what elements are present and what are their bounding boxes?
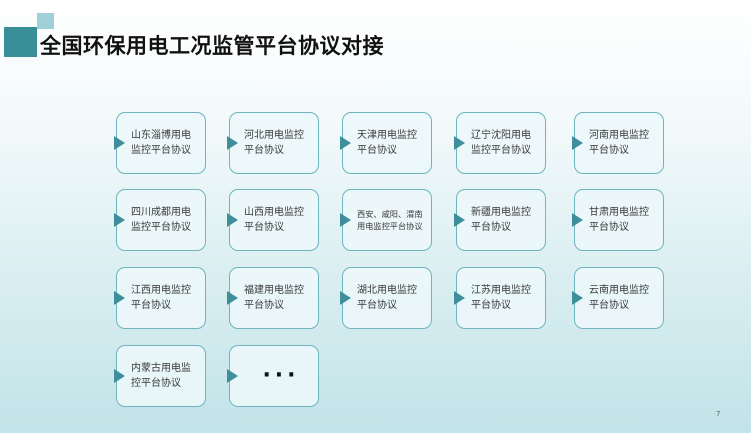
protocol-card-label: 福建用电监控平台协议 xyxy=(244,285,304,311)
protocol-card-label: 山东淄博用电监控平台协议 xyxy=(131,130,191,156)
arrow-right-icon xyxy=(114,369,125,383)
protocol-card-label: 云南用电监控平台协议 xyxy=(589,285,649,311)
protocol-card-label: 天津用电监控平台协议 xyxy=(357,130,417,156)
arrow-right-icon xyxy=(114,291,125,305)
protocol-card-label: 新疆用电监控平台协议 xyxy=(471,207,531,233)
arrow-right-icon xyxy=(340,136,351,150)
protocol-card: 福建用电监控平台协议 xyxy=(227,267,319,329)
arrow-right-icon xyxy=(572,213,583,227)
protocol-card: 新疆用电监控平台协议 xyxy=(454,189,546,251)
title-accent-small-block xyxy=(37,13,54,29)
protocol-card-label: 河北用电监控平台协议 xyxy=(244,130,304,156)
protocol-card-label: 湖北用电监控平台协议 xyxy=(357,285,417,311)
protocol-card: 河北用电监控平台协议 xyxy=(227,112,319,174)
protocol-card-label: 江苏用电监控平台协议 xyxy=(471,285,531,311)
arrow-right-icon xyxy=(340,291,351,305)
arrow-right-icon xyxy=(572,136,583,150)
arrow-right-icon xyxy=(454,136,465,150)
title-accent-block xyxy=(4,27,37,57)
more-card: ··· xyxy=(227,345,319,407)
protocol-card-label: 甘肃用电监控平台协议 xyxy=(589,207,649,233)
protocol-card-label: 内蒙古用电监控平台协议 xyxy=(131,363,191,389)
ellipsis-label: ··· xyxy=(262,363,300,388)
protocol-card: 江苏用电监控平台协议 xyxy=(454,267,546,329)
protocol-card: 湖北用电监控平台协议 xyxy=(340,267,432,329)
arrow-right-icon xyxy=(340,213,351,227)
arrow-right-icon xyxy=(572,291,583,305)
arrow-right-icon xyxy=(114,213,125,227)
protocol-card: 云南用电监控平台协议 xyxy=(572,267,664,329)
protocol-card: 甘肃用电监控平台协议 xyxy=(572,189,664,251)
protocol-card: 内蒙古用电监控平台协议 xyxy=(114,345,206,407)
protocol-card-label: 河南用电监控平台协议 xyxy=(589,130,649,156)
protocol-card-label: 辽宁沈阳用电监控平台协议 xyxy=(471,130,531,156)
protocol-card-label: 四川成都用电监控平台协议 xyxy=(131,207,191,233)
protocol-card-label: 江西用电监控平台协议 xyxy=(131,285,191,311)
arrow-right-icon xyxy=(227,136,238,150)
protocol-card: 西安、咸阳、渭南用电监控平台协议 xyxy=(340,189,432,251)
protocol-card-label: 西安、咸阳、渭南用电监控平台协议 xyxy=(357,209,423,231)
arrow-right-icon xyxy=(227,213,238,227)
protocol-card: 山西用电监控平台协议 xyxy=(227,189,319,251)
protocol-card-label: 山西用电监控平台协议 xyxy=(244,207,304,233)
arrow-right-icon xyxy=(114,136,125,150)
page-number: 7 xyxy=(716,410,721,418)
protocol-card: 天津用电监控平台协议 xyxy=(340,112,432,174)
arrow-right-icon xyxy=(227,369,238,383)
arrow-right-icon xyxy=(454,291,465,305)
slide-title: 全国环保用电工况监管平台协议对接 xyxy=(40,34,384,58)
protocol-card: 山东淄博用电监控平台协议 xyxy=(114,112,206,174)
arrow-right-icon xyxy=(454,213,465,227)
protocol-card: 河南用电监控平台协议 xyxy=(572,112,664,174)
protocol-card: 四川成都用电监控平台协议 xyxy=(114,189,206,251)
protocol-card: 江西用电监控平台协议 xyxy=(114,267,206,329)
arrow-right-icon xyxy=(227,291,238,305)
protocol-card: 辽宁沈阳用电监控平台协议 xyxy=(454,112,546,174)
